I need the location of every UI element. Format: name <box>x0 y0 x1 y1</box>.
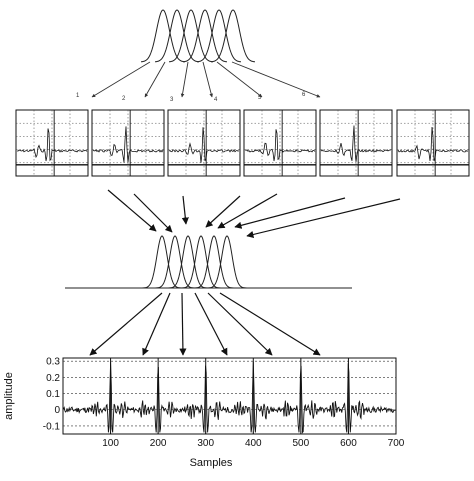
top-arrow-4 <box>202 61 213 98</box>
filter-panel-2 <box>91 109 165 177</box>
top-gaussian-5 <box>197 9 241 63</box>
converging-arrow-5 <box>217 193 278 229</box>
top-arrow-6 <box>231 61 321 98</box>
y-axis-label: amplitude <box>3 372 15 420</box>
x-tick-label: 700 <box>388 438 405 449</box>
y-tick-label: 0 <box>54 405 60 416</box>
top-arrow-5 <box>216 61 263 98</box>
diverging-arrow-1 <box>89 292 163 356</box>
top-arrow-label-6: 6 <box>302 92 306 98</box>
x-tick-label: 400 <box>245 438 262 449</box>
middle-gaussian-family <box>65 235 352 289</box>
middle-gaussian-5 <box>194 235 234 289</box>
middle-gaussian-3 <box>168 235 208 289</box>
converging-arrow-2 <box>133 193 173 233</box>
converging-arrow-6 <box>234 197 346 229</box>
filter-panel-3 <box>167 109 241 177</box>
diverging-arrow-6 <box>219 292 321 356</box>
filter-panel-5 <box>319 109 393 177</box>
top-gaussian-1 <box>141 9 185 63</box>
top-gaussian-3 <box>169 9 213 63</box>
converging-arrows <box>107 189 401 238</box>
y-tick-label: 0.1 <box>46 389 60 400</box>
x-tick-label: 300 <box>197 438 214 449</box>
x-tick-label: 500 <box>293 438 310 449</box>
top-gaussian-6 <box>211 9 255 63</box>
diverging-arrow-2 <box>142 292 171 356</box>
diverging-arrow-5 <box>207 292 273 356</box>
y-axis-ticks: 0.3 0.2 0.1 0 -0.1 <box>43 357 61 433</box>
top-gaussian-4 <box>183 9 227 63</box>
top-arrow-label-4: 4 <box>214 97 218 103</box>
x-tick-label: 600 <box>340 438 357 449</box>
filter-panel-6 <box>396 109 470 177</box>
converging-arrow-3 <box>181 195 189 225</box>
top-arrow-3 <box>180 61 189 98</box>
converging-arrow-1 <box>107 189 157 232</box>
middle-gaussian-1 <box>142 235 182 289</box>
signal-trace <box>63 361 396 434</box>
signal-plot: 100 200 300 400 500 600 700 0.3 0.2 0.1 0 -0.1 Sam… <box>3 357 405 469</box>
top-arrow-1 <box>91 61 151 98</box>
diverging-arrow-4 <box>194 292 228 356</box>
top-gaussian-2 <box>155 9 199 63</box>
top-arrow-2 <box>144 61 166 98</box>
x-tick-label: 100 <box>102 438 119 449</box>
filter-panel-1 <box>15 109 89 177</box>
middle-gaussian-6 <box>207 235 247 289</box>
diverging-arrow-3 <box>179 292 187 356</box>
x-axis-ticks: 100 200 300 400 500 600 700 <box>102 431 405 449</box>
filter-panel-4 <box>243 109 317 177</box>
top-gaussian-family <box>141 9 255 63</box>
diverging-arrows <box>89 292 321 356</box>
signal-plot-frame <box>62 357 397 435</box>
y-tick-label: -0.1 <box>43 421 61 432</box>
middle-gaussian-4 <box>181 235 221 289</box>
top-arrows: 1 2 3 4 5 6 <box>76 61 321 103</box>
y-tick-label: 0.3 <box>46 357 60 368</box>
x-axis-label: Samples <box>190 457 233 469</box>
top-arrow-label-5: 5 <box>258 95 262 101</box>
x-tick-label: 200 <box>150 438 167 449</box>
converging-arrow-4 <box>205 195 241 228</box>
converging-arrow-7 <box>246 198 401 238</box>
filter-panels <box>15 109 470 177</box>
signal-line <box>63 361 396 434</box>
top-arrow-label-1: 1 <box>76 93 80 99</box>
middle-gaussian-2 <box>155 235 195 289</box>
top-arrow-label-2: 2 <box>122 96 126 102</box>
y-tick-label: 0.2 <box>46 373 60 384</box>
top-arrow-label-3: 3 <box>170 97 174 103</box>
